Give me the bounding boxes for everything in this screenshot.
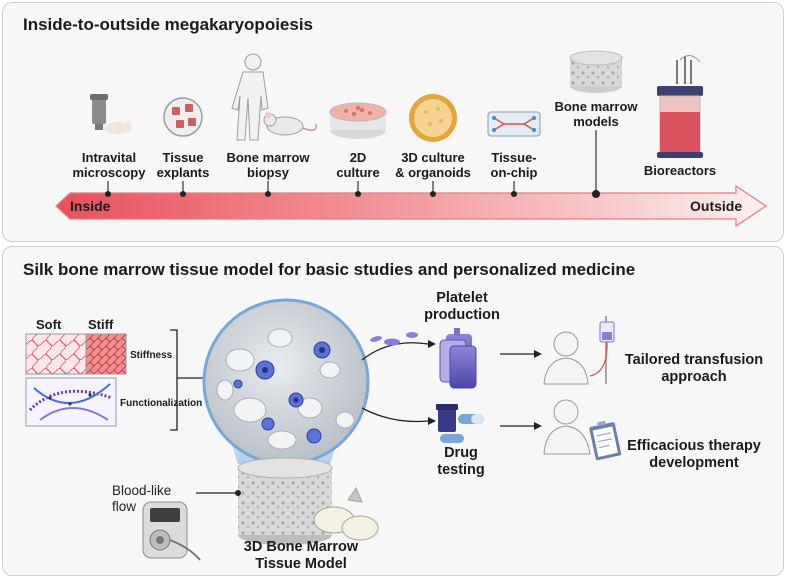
bottom-panel [2,246,784,576]
bracket [170,329,204,431]
functionalization-swatch [25,377,117,427]
label-functionalization: Functionalization [120,398,203,409]
label-stiffness: Stiffness [130,350,173,361]
human-biopsy-icon [231,53,269,141]
arrow-to-platelet [361,342,429,361]
arrow-to-drug [361,407,429,423]
organoid-icon [409,94,457,142]
bioreactor-icon [657,55,703,158]
drug-capsule-icon [436,404,484,443]
label-stiff: Stiff [88,317,114,332]
tissue-sphere [202,298,370,466]
peristaltic-pump-icon [142,501,201,561]
patient-transfusion-icon [543,331,589,385]
soft-swatch [25,333,87,375]
scaffold-cylinder [237,457,333,545]
tissue-explant-icon [163,97,203,137]
arrow-label-inside: Inside [70,198,111,214]
iv-bag-icon [589,316,615,384]
patient-therapy-icon [543,399,591,455]
label-soft: Soft [36,317,62,332]
timeline-connectors [104,130,601,199]
label-bioreactors: Bioreactors [643,163,717,178]
scaffold-icon [569,50,623,93]
clipboard-icon [589,420,622,461]
arrow-label-outside: Outside [690,198,743,214]
blood-bag-icon [439,328,477,389]
chip-icon [487,111,541,137]
top-panel-title: Inside-to-outside megakaryopoiesis [23,15,314,34]
stiff-swatch [85,333,127,375]
bottom-panel-title: Silk bone marrow tissue model for basic … [23,260,636,279]
platelet-icons [370,332,418,346]
label-3d-culture: 3D culture& organoids [395,150,471,180]
microscope-icon [90,94,132,134]
inside-outside-arrow [55,184,768,228]
silk-cocoon-icon [313,486,379,541]
petri-dish-icon [329,102,387,139]
mouse-icon [263,112,317,136]
label-tissue-on-chip: Tissue-on-chip [490,150,538,180]
